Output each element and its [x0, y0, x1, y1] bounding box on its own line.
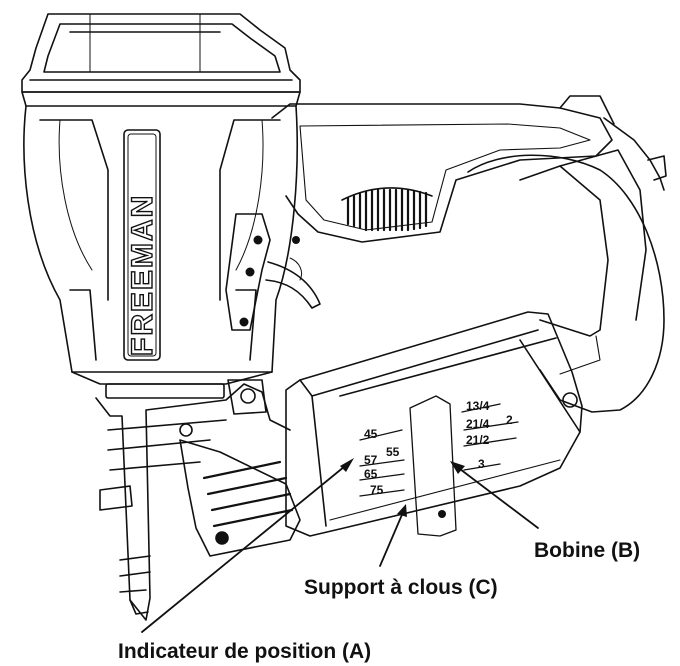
scale-2: 2: [506, 413, 513, 427]
leader-lines: [141, 461, 539, 633]
scale-55: 55: [386, 445, 400, 459]
scale-numbers-left: 45 57 55 65 75: [364, 427, 400, 497]
fastener-dots: [239, 235, 446, 518]
top-cap: [21, 13, 301, 107]
leader-c: [379, 509, 405, 567]
nose-assembly: [95, 379, 301, 621]
handle: [271, 95, 665, 243]
grip-pattern: [341, 187, 433, 232]
scale-65: 65: [364, 467, 378, 481]
leader-b: [455, 465, 539, 529]
motor-housing: [23, 105, 298, 399]
magazine-body: [285, 311, 583, 537]
scale-57: 57: [364, 453, 378, 467]
scale-45: 45: [364, 427, 378, 441]
scale-card: [359, 395, 519, 537]
leader-a: [141, 461, 351, 633]
scale-3: 3: [478, 457, 485, 471]
scale-75: 75: [370, 483, 384, 497]
scale-numbers-right: 13/4 21/4 2 21/2 3: [466, 399, 513, 471]
label-coil: Bobine (B): [534, 539, 641, 562]
label-nail-support: Support à clous (C): [304, 576, 498, 599]
brand-logo: FREEMAN: [126, 194, 159, 356]
scale-21-4: 21/4: [466, 417, 490, 431]
brand-plate: [123, 129, 161, 361]
scale-13-4: 13/4: [466, 399, 490, 413]
leader-arrows: [340, 458, 465, 517]
scale-21-2: 21/2: [466, 433, 490, 447]
coil-canister: [467, 149, 667, 413]
label-position-indicator: Indicateur de position (A): [118, 640, 372, 663]
trigger: [225, 213, 321, 331]
